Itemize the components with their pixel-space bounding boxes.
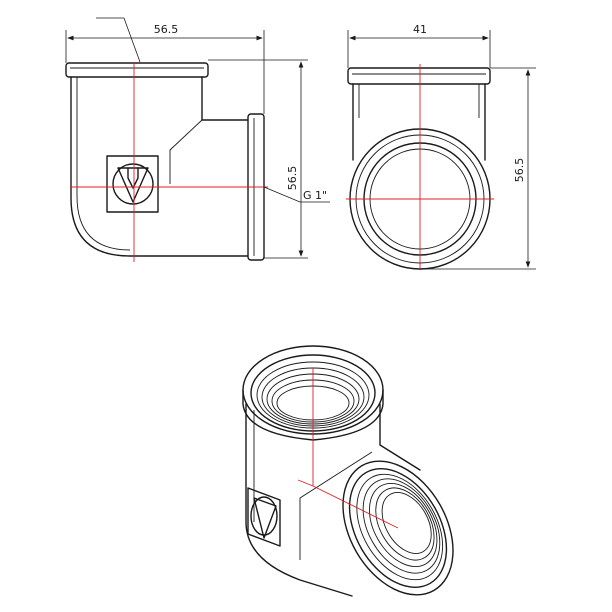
front-view: 56.5 56.5 G 1" xyxy=(65,17,330,262)
front-height-dim: 56.5 xyxy=(286,166,299,191)
side-width-dim: 41 xyxy=(413,23,427,36)
front-web xyxy=(169,119,203,184)
front-width-dim: 56.5 xyxy=(154,23,179,36)
iso-body-outline xyxy=(245,403,421,597)
triangle-v-logo-icon xyxy=(112,163,154,205)
isometric-view xyxy=(242,345,454,597)
thread-label: G 1" xyxy=(303,189,327,202)
iso-logo-icon xyxy=(247,487,281,547)
iso-side-opening xyxy=(342,460,454,596)
side-top-flange xyxy=(347,67,491,85)
front-body-outline xyxy=(70,76,249,257)
side-height-dim: 56.5 xyxy=(513,158,526,183)
side-view: 41 56.5 xyxy=(346,23,536,270)
front-top-flange xyxy=(65,62,209,78)
iso-center-diagonal xyxy=(312,485,399,529)
front-logo-boss xyxy=(106,155,159,213)
